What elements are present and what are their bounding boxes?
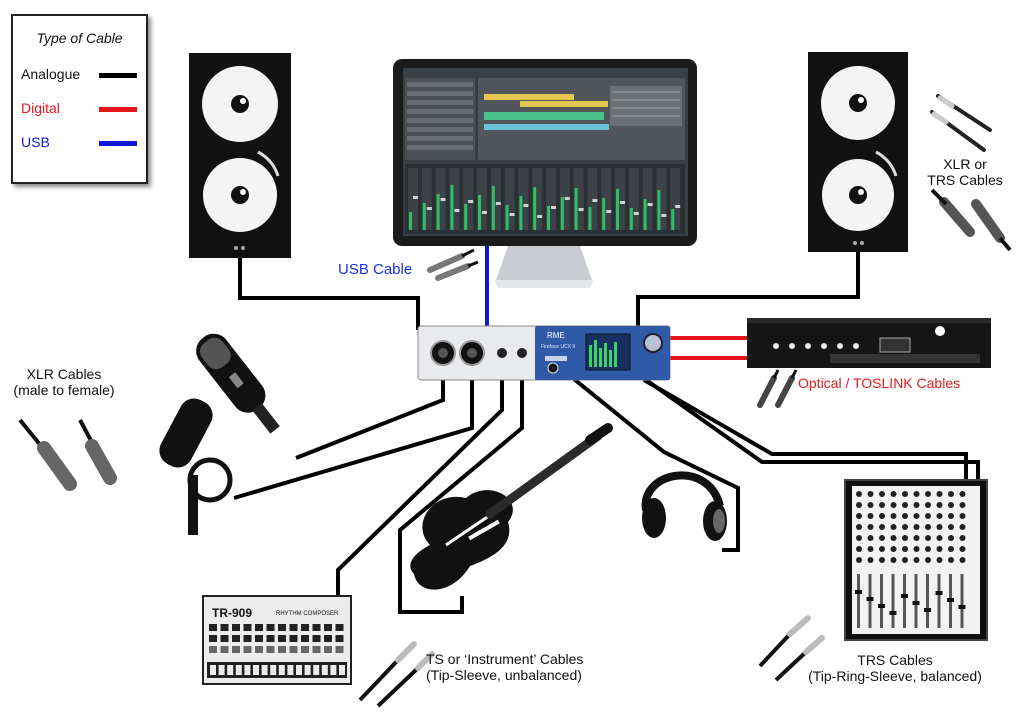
usb-cable-label: USB Cable: [338, 261, 413, 278]
mixer-knobs: [855, 491, 966, 628]
drum-machine-model: TR-909: [212, 606, 252, 620]
cable-type-legend: Type of Cable Analogue Digital USB: [11, 14, 148, 184]
drum-machine: TR-909 RHYTHM COMPOSER: [202, 595, 352, 685]
legend-label-usb: USB: [21, 134, 50, 150]
cable-drum-machine: [336, 362, 504, 598]
left-speaker: [189, 53, 291, 258]
headphones: [641, 471, 727, 541]
condenser-microphone: [196, 333, 280, 434]
xlr-cables-top-right: [930, 188, 1012, 252]
optical-cables-label: Optical / TOSLINK Cables: [798, 375, 961, 391]
xlr-trs-label-line1: XLR or: [943, 156, 987, 172]
mixer-faders: [408, 168, 681, 230]
cable-mixer-b: [630, 368, 980, 486]
ts-cables-label-line1: TS or ‘Instrument’ Cables: [426, 651, 584, 667]
legend-title: Type of Cable: [36, 30, 123, 46]
ts-cables-label: TS or ‘Instrument’ Cables (Tip-Sleeve, u…: [426, 651, 616, 683]
legend-swatch-analogue: [99, 73, 137, 78]
computer-monitor: [393, 59, 697, 288]
cable-guitar: [398, 362, 524, 614]
legend-label-digital: Digital: [21, 100, 60, 116]
legend-swatch-digital: [99, 107, 137, 112]
xlr-cables-left: [18, 418, 117, 491]
legend-label-analogue: Analogue: [21, 66, 81, 82]
cable-left-speaker: [238, 255, 420, 330]
audio-interface: RME Fireface UCX II: [417, 325, 671, 381]
ts-cables-label-line2: (Tip-Sleeve, unbalanced): [426, 667, 582, 683]
trs-cables-label: TRS Cables (Tip-Ring-Sleeve, balanced): [792, 652, 998, 684]
trs-cable-plugs: [758, 615, 825, 682]
xlr-cables-label-line2: (male to female): [13, 382, 115, 398]
interface-brand: RME: [547, 331, 565, 340]
cable-mixer-a: [642, 378, 968, 486]
drum-machine-subtitle: RHYTHM COMPOSER: [276, 611, 339, 617]
cable-dynamic-mic: [233, 362, 474, 500]
xlr-cables-label: XLR Cables (male to female): [0, 366, 128, 398]
electric-guitar: [410, 423, 613, 590]
xlr-trs-label-line2: TRS Cables: [927, 172, 1003, 188]
jack-cables-top-right: [930, 94, 992, 152]
legend-swatch-usb: [99, 141, 137, 146]
mixing-desk: [844, 479, 988, 641]
cable-right-speaker: [636, 252, 860, 335]
xlr-trs-label: XLR or TRS Cables: [920, 156, 1010, 188]
ts-cable-plugs: [358, 641, 435, 708]
cable-headphones: [551, 360, 740, 552]
trs-cables-label-line2: (Tip-Ring-Sleeve, balanced): [808, 668, 982, 684]
rack-device: [747, 318, 991, 368]
xlr-cables-label-line1: XLR Cables: [26, 366, 102, 382]
optical-cable-plugs: [757, 369, 798, 408]
dynamic-microphone: [159, 398, 233, 535]
right-speaker: [808, 52, 908, 252]
usb-cable-plugs: [427, 248, 479, 281]
drum-pads: [209, 624, 344, 653]
trs-cables-label-line1: TRS Cables: [857, 652, 933, 668]
digital-cables: [670, 336, 760, 360]
interface-model: Fireface UCX II: [541, 344, 575, 350]
